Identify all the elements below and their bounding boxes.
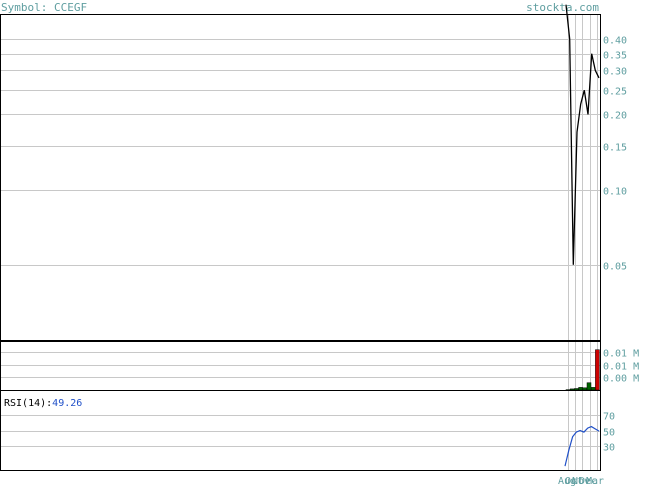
price-tick-label: 0.20 <box>603 111 627 122</box>
brand-label[interactable]: stockta.com <box>526 1 599 14</box>
price-panel-frame <box>0 14 601 341</box>
rsi-tick-labels: 30 50 70 <box>603 412 615 454</box>
price-tick-label: 0.30 <box>603 67 627 78</box>
rsi-label: RSI(14): <box>4 398 52 409</box>
volume-panel: 0.00 M0.01 M0.01 M <box>0 341 639 391</box>
x-tick-label: Aug <box>558 476 576 486</box>
rsi-value: 49.26 <box>52 398 82 409</box>
x-tick-label: Mar <box>586 476 604 486</box>
x-tick-label: Nov <box>572 476 590 486</box>
x-tick-label: Dec <box>579 476 597 486</box>
symbol-label: Symbol: CCEGF <box>1 1 87 14</box>
rsi-grid <box>1 391 600 470</box>
volume-bar <box>590 387 596 391</box>
volume-tick-label: 0.00 M <box>603 374 639 385</box>
volume-tick-labels: 0.00 M0.01 M0.01 M <box>603 349 639 385</box>
price-vertical-grid <box>568 15 598 340</box>
volume-bar <box>586 382 592 391</box>
price-tick-label: 0.40 <box>603 36 627 47</box>
price-tick-label: 0.35 <box>603 51 627 62</box>
price-tick-labels: 0.05 0.10 0.15 0.20 0.25 0.30 0.35 0.40 <box>603 36 627 273</box>
rsi-line <box>564 425 600 467</box>
price-tick-label: 0.25 <box>603 87 627 98</box>
rsi-tick-label: 50 <box>603 428 615 439</box>
volume-tick-label: 0.01 M <box>603 362 639 373</box>
rsi-label-group: RSI(14):49.26 <box>4 398 82 409</box>
price-tick-label: 0.15 <box>603 143 627 154</box>
price-line <box>565 4 600 265</box>
x-tick-label: Oct <box>565 476 583 486</box>
volume-bar <box>582 387 588 391</box>
price-tick-label: 0.10 <box>603 187 627 198</box>
rsi-panel-frame <box>0 390 601 471</box>
rsi-tick-label: 30 <box>603 443 615 454</box>
volume-grid <box>1 342 600 390</box>
volume-bar <box>578 387 583 391</box>
price-grid <box>1 39 600 266</box>
volume-bar <box>595 349 600 391</box>
volume-bar <box>574 388 579 391</box>
volume-tick-label: 0.01 M <box>603 349 639 360</box>
price-panel: 0.05 0.10 0.15 0.20 0.25 0.30 0.35 0.40 <box>0 4 627 341</box>
price-tick-label: 0.05 <box>603 262 627 273</box>
volume-bar <box>569 388 575 391</box>
rsi-tick-label: 70 <box>603 412 615 423</box>
